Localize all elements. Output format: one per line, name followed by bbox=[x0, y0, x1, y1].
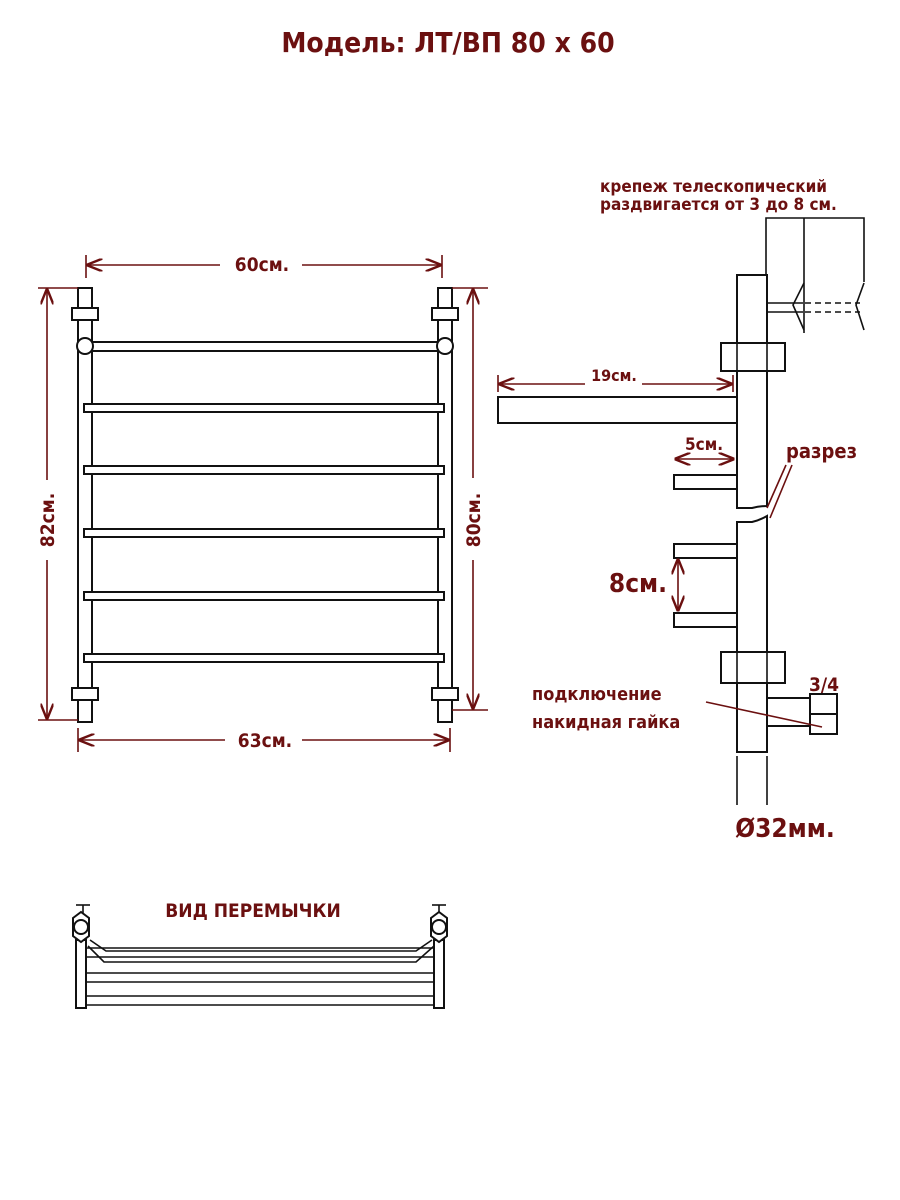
bar bbox=[83, 528, 445, 538]
thread-size-label: 3/4 bbox=[809, 674, 839, 696]
connection-line2: накидная гайка bbox=[532, 712, 680, 733]
mount-note-line2: раздвигается от 3 до 8 см. bbox=[600, 195, 837, 215]
bar bbox=[673, 612, 738, 628]
bar bbox=[83, 591, 445, 601]
height-right-label: 80см. bbox=[463, 493, 485, 547]
cut-label: разрез bbox=[786, 439, 857, 463]
bar-spacing-label: 8см. bbox=[609, 569, 667, 599]
short-bar bbox=[673, 474, 738, 490]
model-title: Модель: ЛТ/ВП 80 х 60 bbox=[281, 26, 614, 59]
depth-short-label: 5см. bbox=[685, 435, 723, 455]
right-rail bbox=[437, 287, 453, 723]
top-bar bbox=[83, 341, 445, 352]
left-rail bbox=[77, 287, 93, 723]
union-nut bbox=[809, 713, 838, 735]
joint bbox=[76, 337, 94, 355]
pipe-diameter-label: Ø32мм. bbox=[735, 814, 835, 844]
jumper-view-label: ВИД ПЕРЕМЫЧКИ bbox=[165, 900, 341, 922]
long-bar bbox=[497, 396, 738, 424]
clamp bbox=[720, 342, 786, 372]
height-left-label: 82см. bbox=[37, 493, 59, 547]
bar bbox=[83, 403, 445, 413]
outlet-pipe bbox=[766, 697, 811, 727]
riser-pipe-upper bbox=[736, 274, 768, 509]
bar bbox=[83, 465, 445, 475]
connection-line1: подключение bbox=[532, 684, 662, 705]
bar bbox=[83, 653, 445, 663]
riser-pipe-lower bbox=[736, 514, 768, 753]
width-bottom-label: 63см. bbox=[238, 730, 292, 752]
union-nut bbox=[809, 693, 838, 715]
telescopic-mount-cone bbox=[855, 282, 865, 331]
clamp bbox=[720, 651, 786, 684]
front-view: 60см. 63см. 82см. 80см. bbox=[37, 254, 488, 752]
bar bbox=[673, 543, 738, 559]
bracket bbox=[431, 307, 459, 321]
telescopic-mount-cone bbox=[792, 282, 805, 331]
bracket bbox=[71, 687, 99, 701]
bracket bbox=[431, 687, 459, 701]
side-view: крепеж телескопический раздвигается от 3… bbox=[497, 177, 865, 844]
depth-bar-label: 19см. bbox=[591, 366, 637, 385]
jumper-view: ВИД ПЕРЕМЫЧКИ bbox=[72, 900, 448, 1009]
mount-note-line1: крепеж телескопический bbox=[600, 177, 827, 197]
joint bbox=[436, 337, 454, 355]
width-top-label: 60см. bbox=[235, 254, 289, 276]
bracket bbox=[71, 307, 99, 321]
